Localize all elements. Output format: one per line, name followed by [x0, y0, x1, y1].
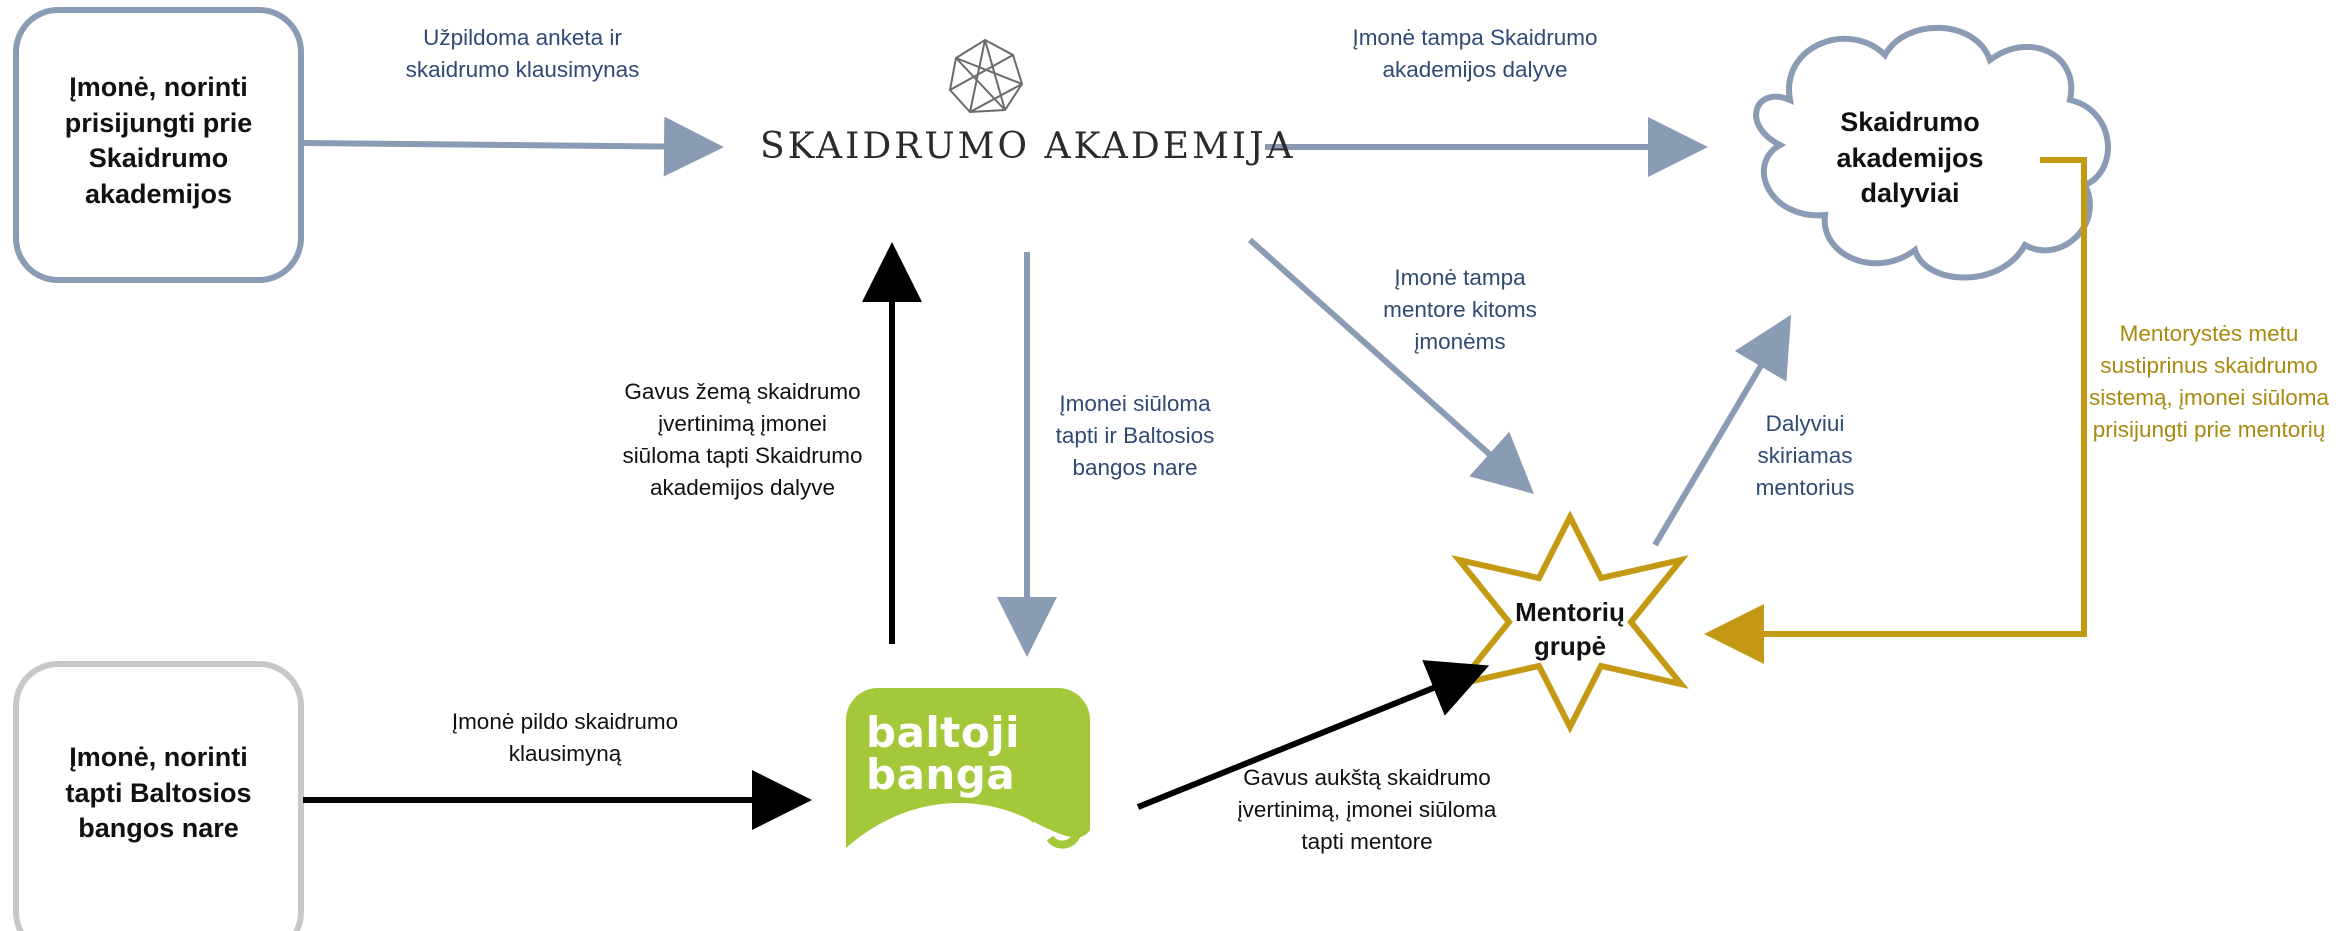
mentors-star	[1451, 510, 1689, 734]
company-join-wave-label: Įmonė, norinti tapti Baltosios bangos na…	[65, 742, 252, 844]
arrow-participants-to-mentors	[1704, 157, 2087, 664]
company-join-wave-box	[13, 661, 304, 931]
label-high-rating: Gavus aukštą skaidrumo įvertinimą, įmone…	[1237, 765, 1497, 854]
company-join-academy-box	[13, 7, 304, 283]
arrow-mentors-to-participants	[1652, 314, 1792, 547]
company-join-academy-label: Įmonė, norinti prisijungti prie Skaidrum…	[64, 72, 253, 209]
academy-logo-text: SKAIDRUMO AKADEMIJA	[760, 126, 1296, 167]
baltoji-banga-logo-line2: banga	[866, 750, 1016, 799]
mentors-label: Mentorių grupė	[1515, 597, 1625, 662]
label-mentor-assigned: Dalyviui skiriamas mentorius	[1755, 411, 1855, 500]
participants-label: Skaidrumo akademijos dalyviai	[1836, 107, 1984, 209]
baltoji-banga-logo-line1: baltoji	[866, 708, 1021, 757]
academy-logo-icon	[948, 38, 1024, 114]
label-fill-questionnaire: Užpildoma anketa ir skaidrumo klausimyna…	[405, 25, 640, 82]
baltoji-banga-logo	[846, 688, 1090, 931]
arrow-academy-to-mentors	[1247, 237, 1534, 495]
arrow-box-to-academy	[302, 116, 724, 177]
label-becomes-participant: Įmonė tampa Skaidrumo akademijos dalyve	[1352, 25, 1598, 82]
label-becomes-mentor: Įmonė tampa mentore kitoms įmonėms	[1383, 265, 1537, 354]
label-fills-wave-questionnaire: Įmonė pildo skaidrumo klausimyną	[451, 709, 679, 766]
label-offered-wave: Įmonei siūloma tapti ir Baltosios bangos…	[1055, 391, 1215, 480]
label-low-rating: Gavus žemą skaidrumo įvertinimą įmonei s…	[622, 379, 863, 500]
label-mentorship-strengthened: Mentorystės metu sustiprinus skaidrumo s…	[2088, 321, 2330, 442]
baltoji-banga-logo-text: baltoji banga	[866, 712, 1020, 796]
arrow-wave-to-mentors	[1136, 660, 1490, 810]
